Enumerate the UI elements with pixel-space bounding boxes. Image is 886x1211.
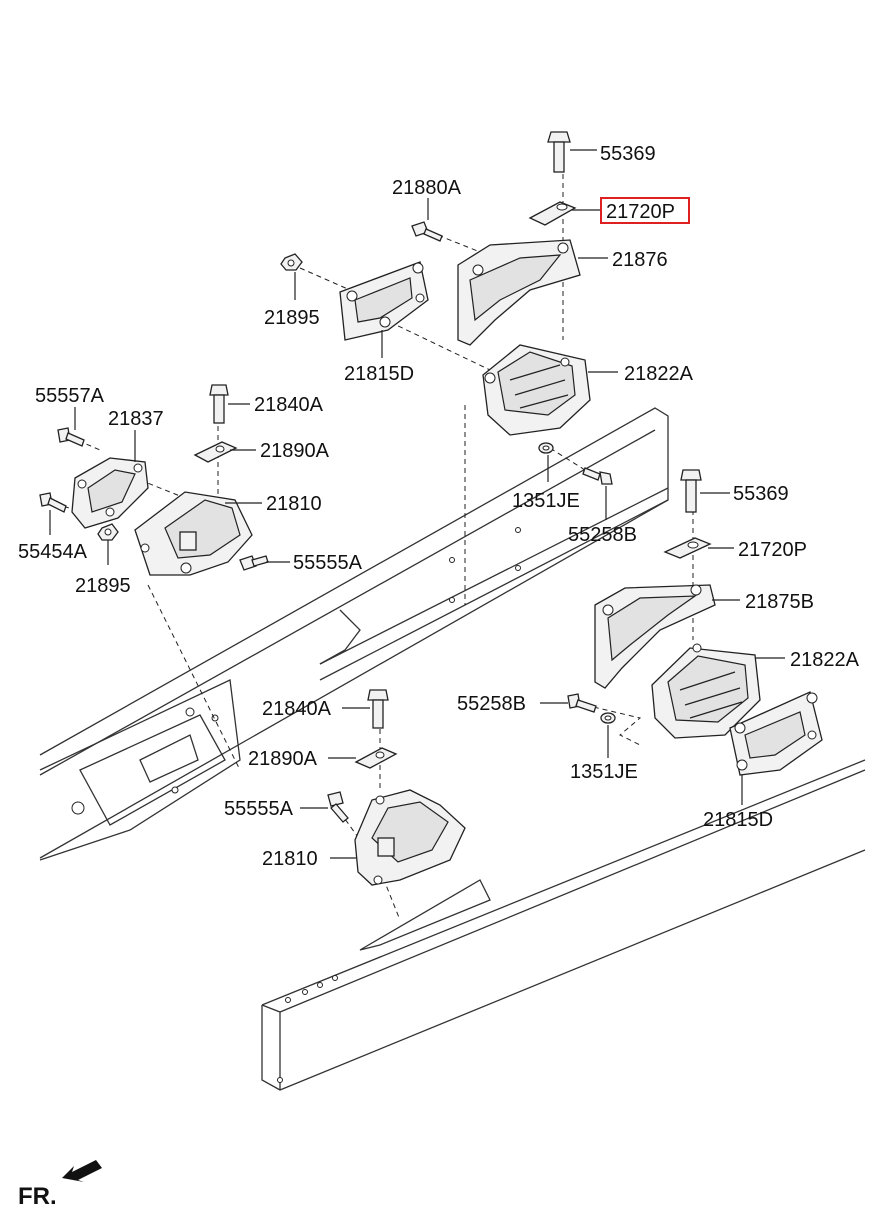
bracket-21815D-top — [339, 261, 429, 341]
bolt-55258B-top — [582, 467, 613, 485]
bolt-55557A — [57, 427, 85, 447]
mount-21810-bottom — [354, 789, 466, 886]
plate-21720P-top — [528, 201, 577, 226]
label-21720P-top[interactable]: 21720P — [606, 201, 675, 223]
label-55258B-top[interactable]: 55258B — [568, 524, 637, 546]
bolt-21840A-bottom — [367, 689, 389, 729]
label-55555A-top[interactable]: 55555A — [293, 552, 363, 574]
washer-1351JE-top — [538, 442, 554, 454]
mount-21822A-top — [482, 344, 591, 436]
label-21875B[interactable]: 21875B — [745, 591, 814, 613]
leader-lines — [49, 149, 785, 859]
nut-21895-top — [280, 253, 303, 271]
label-21815D-right[interactable]: 21815D — [703, 809, 773, 831]
front-indicator: FR. — [18, 1160, 102, 1210]
mount-21810-top — [134, 491, 253, 576]
label-55557A[interactable]: 55557A — [35, 385, 105, 407]
label-21890A-bottom[interactable]: 21890A — [248, 748, 318, 770]
label-21720P-right[interactable]: 21720P — [738, 539, 807, 561]
bolt-55369-top — [547, 131, 571, 173]
label-21822A-right[interactable]: 21822A — [790, 649, 860, 671]
bolt-55454A — [39, 492, 67, 513]
label-21837[interactable]: 21837 — [108, 408, 164, 430]
bracket-21837 — [71, 457, 149, 529]
bolt-21840A-top — [209, 384, 229, 424]
label-21895-left[interactable]: 21895 — [75, 575, 131, 597]
bolt-55555A-bottom — [327, 791, 349, 823]
highlight-box-21720P — [600, 197, 690, 224]
bolt-55555A-top — [239, 555, 269, 571]
label-21815D-top[interactable]: 21815D — [344, 363, 414, 385]
front-label: FR. — [18, 1183, 57, 1210]
bracket-21875B — [594, 584, 716, 689]
label-21890A-top[interactable]: 21890A — [260, 440, 330, 462]
label-21876[interactable]: 21876 — [612, 249, 668, 271]
bracket-21815D-right — [729, 691, 823, 776]
plate-21720P-right — [663, 537, 712, 559]
bracket-21876 — [457, 239, 581, 346]
bolt-55369-right — [680, 469, 702, 513]
bolt-55258B-right — [567, 693, 597, 713]
label-55454A[interactable]: 55454A — [18, 541, 88, 563]
label-21840A-top[interactable]: 21840A — [254, 394, 324, 416]
mount-21822A-right — [651, 643, 761, 739]
label-21840A-bottom[interactable]: 21840A — [262, 698, 332, 720]
label-55555A-bottom[interactable]: 55555A — [224, 798, 294, 820]
label-1351JE-right[interactable]: 1351JE — [570, 761, 638, 783]
bolt-21880A — [411, 221, 443, 242]
front-arrow-icon — [62, 1160, 102, 1182]
part-labels: 55369 21720P 21880A 21876 21895 21815D 2… — [18, 143, 860, 870]
label-55369-right[interactable]: 55369 — [733, 483, 789, 505]
plate-21890A-top — [193, 441, 238, 463]
label-21822A-top[interactable]: 21822A — [624, 363, 694, 385]
label-21810-bottom[interactable]: 21810 — [262, 848, 318, 870]
frame-rails — [39, 407, 866, 1091]
label-21895-top[interactable]: 21895 — [264, 307, 320, 329]
label-1351JE-top[interactable]: 1351JE — [512, 490, 580, 512]
label-21880A[interactable]: 21880A — [392, 177, 462, 199]
label-21810-top[interactable]: 21810 — [266, 493, 322, 515]
washer-1351JE-right — [600, 712, 616, 724]
label-55369-top[interactable]: 55369 — [600, 143, 656, 165]
plate-21890A-bottom — [354, 747, 398, 769]
label-55258B-right[interactable]: 55258B — [457, 693, 526, 715]
nut-21895-left — [97, 523, 119, 541]
